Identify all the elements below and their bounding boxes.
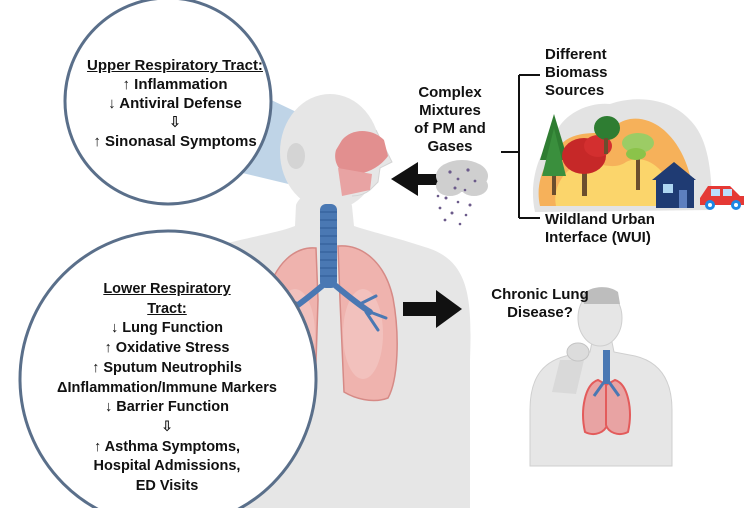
lower-tract-circle bbox=[18, 229, 318, 508]
upper-tract-text: Upper Respiratory Tract: ↑ Inflammation … bbox=[70, 56, 280, 151]
lower-tract-title: Tract: bbox=[147, 300, 187, 317]
label-line: Chronic Lung bbox=[491, 286, 589, 303]
outcome-arrow bbox=[403, 290, 462, 328]
lower-effect: ↑ Sputum Neutrophils bbox=[92, 359, 242, 376]
down-arrow-icon: ⇩ bbox=[168, 114, 182, 131]
car-icon bbox=[700, 186, 744, 210]
label-line: Interface (WUI) bbox=[545, 229, 651, 246]
lower-effect: ↓ Lung Function bbox=[111, 320, 223, 337]
particulate-cloud bbox=[436, 160, 488, 226]
lower-effect: ↑ Asthma Symptoms, bbox=[93, 438, 241, 455]
upper-effect: ↓ Antiviral Defense bbox=[108, 95, 242, 112]
label-line: Complex bbox=[418, 84, 482, 101]
lower-effect: ΔInflammation/Immune Markers bbox=[57, 379, 277, 396]
nasal-cavity bbox=[335, 131, 388, 196]
smoke-mixture-label: Complex Mixtures of PM and Gases bbox=[400, 84, 500, 156]
label-line: Mixtures bbox=[419, 102, 481, 119]
label-line: Gases bbox=[427, 138, 473, 155]
chronic-lung-disease-label: Chronic Lung Disease? bbox=[470, 286, 610, 322]
lower-effect: ↓ Barrier Function bbox=[104, 399, 230, 416]
upper-effect: ↑ Inflammation bbox=[122, 76, 228, 93]
lower-effect: Hospital Admissions, bbox=[93, 458, 241, 475]
label-line: Wildland Urban bbox=[545, 211, 655, 228]
coughing-man bbox=[529, 287, 673, 467]
upper-tract-circle bbox=[63, 0, 273, 206]
label-line: of PM and bbox=[414, 120, 486, 137]
lower-effect: ED Visits bbox=[135, 478, 199, 495]
lower-tract-title: Lower Respiratory bbox=[103, 281, 231, 297]
exposure-arrow bbox=[391, 162, 439, 196]
biomass-sources-label: Different Biomass Sources bbox=[545, 46, 645, 100]
label-line: Sources bbox=[545, 82, 605, 99]
label-line: Disease? bbox=[507, 304, 573, 321]
down-arrow-icon: ⇩ bbox=[160, 418, 174, 435]
label-line: Different bbox=[545, 46, 607, 63]
source-bracket bbox=[501, 74, 540, 219]
lower-tract-text: Lower Respiratory Tract: ↓ Lung Function… bbox=[22, 280, 312, 497]
lower-effect: ↑ Oxidative Stress bbox=[104, 340, 230, 357]
upper-effect: ↑ Sinonasal Symptoms bbox=[93, 133, 257, 150]
label-line: Biomass bbox=[545, 64, 608, 81]
house-icon bbox=[652, 162, 696, 208]
wui-label: Wildland Urban Interface (WUI) bbox=[545, 211, 685, 247]
upper-tract-title: Upper Respiratory Tract: bbox=[87, 57, 263, 74]
